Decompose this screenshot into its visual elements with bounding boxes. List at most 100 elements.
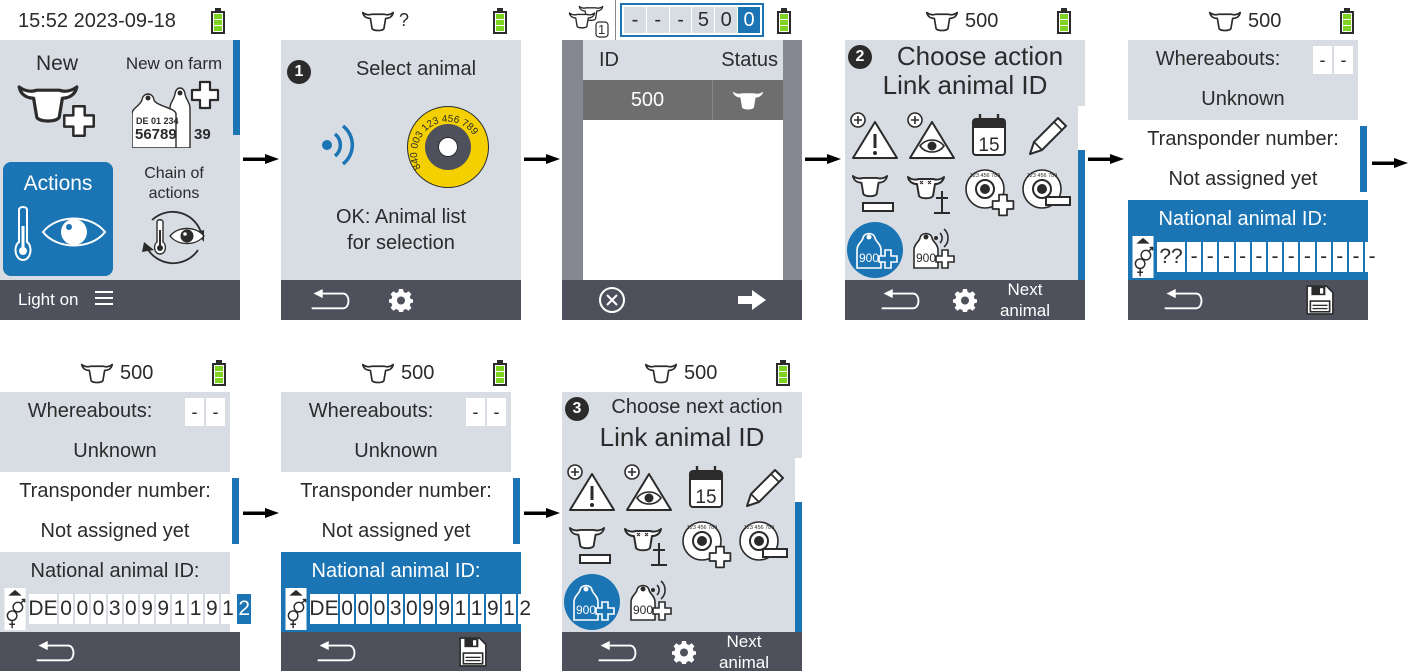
national-id-cell[interactable]: - <box>1284 242 1299 272</box>
action-link-ear-tag[interactable]: 900 <box>564 574 620 630</box>
save-button[interactable] <box>453 632 493 671</box>
back-button[interactable] <box>1154 280 1214 320</box>
id-digit[interactable]: 0 <box>715 7 738 33</box>
action-remove-transponder[interactable] <box>1020 167 1072 219</box>
national-id-cell[interactable]: 1 <box>220 594 236 624</box>
national-id-cell[interactable]: 0 <box>123 594 138 624</box>
action-remove-transponder[interactable] <box>737 519 789 571</box>
national-id-cell[interactable]: - <box>1267 242 1283 272</box>
national-id-cell[interactable]: - <box>1365 242 1380 272</box>
national-id-cell[interactable]: 1 <box>501 594 517 624</box>
national-id-cell[interactable]: 1 <box>453 594 468 624</box>
national-id-cell[interactable]: 9 <box>485 594 500 624</box>
national-id-cell[interactable]: - <box>1251 242 1266 272</box>
national-id-cell[interactable]: 0 <box>404 594 419 624</box>
back-button[interactable] <box>26 632 86 671</box>
national-id-cell[interactable]: 3 <box>388 594 403 624</box>
national-id-cell[interactable]: DE <box>309 594 339 624</box>
scrollbar[interactable] <box>232 478 239 544</box>
whereabouts-cell[interactable]: - <box>185 398 204 426</box>
back-button[interactable] <box>588 632 648 671</box>
next-animal-button[interactable]: Next animal <box>999 280 1051 320</box>
whereabouts-cell[interactable]: - <box>487 398 506 426</box>
cancel-button[interactable] <box>592 280 632 320</box>
national-id-cell[interactable]: - <box>1203 242 1218 272</box>
gender-toggle-icon[interactable] <box>284 588 308 630</box>
national-id-cell[interactable]: 0 <box>372 594 387 624</box>
id-digit[interactable]: - <box>669 7 692 33</box>
settings-button[interactable] <box>664 632 704 671</box>
action-link-rfid-ear-tag[interactable]: 900 <box>906 224 958 276</box>
id-digit[interactable]: - <box>624 7 646 33</box>
national-id-cell[interactable]: 0 <box>340 594 355 624</box>
national-id-cell[interactable]: - <box>1332 242 1347 272</box>
action-add-observation[interactable] <box>623 462 675 514</box>
national-id-cell[interactable]: 2 <box>237 594 252 624</box>
action-remove-animal[interactable] <box>566 519 618 571</box>
national-id-cell[interactable]: 9 <box>437 594 452 624</box>
whereabouts-section[interactable]: Whereabouts:--Unknown <box>0 392 230 472</box>
national-id-cell[interactable]: 1 <box>188 594 203 624</box>
national-id-cell[interactable]: 9 <box>156 594 171 624</box>
id-digit[interactable]: 0 <box>738 7 760 33</box>
next-animal-button[interactable]: Next animal <box>718 632 770 671</box>
action-link-rfid-ear-tag[interactable]: 900 <box>623 576 675 628</box>
back-button[interactable] <box>307 632 367 671</box>
national-id-cell[interactable]: 1 <box>469 594 484 624</box>
menu-item-chain-of-actions[interactable]: Chain of actions <box>118 162 230 276</box>
national-id-input[interactable]: ??------------ <box>1157 242 1380 272</box>
menu-item-new[interactable]: New <box>2 44 112 156</box>
national-id-section[interactable]: National animal ID:??------------ <box>1128 200 1380 280</box>
transponder-section[interactable]: Transponder number:Not assigned yet <box>1128 120 1358 200</box>
back-button[interactable] <box>301 280 361 320</box>
national-id-cell[interactable]: 9 <box>420 594 436 624</box>
national-id-cell[interactable]: 0 <box>91 594 106 624</box>
whereabouts-cell[interactable]: - <box>206 398 225 426</box>
whereabouts-cell[interactable]: - <box>1334 46 1353 74</box>
id-digit[interactable]: - <box>646 7 669 33</box>
menu-item-new-on-farm[interactable]: New on farm DE 01 234 56789 39 <box>118 44 230 156</box>
whereabouts-cell[interactable]: - <box>1313 46 1332 74</box>
scrollbar[interactable] <box>1360 126 1367 192</box>
national-id-cell[interactable]: DE <box>28 594 58 624</box>
action-remove-animal[interactable] <box>849 167 901 219</box>
transponder-section[interactable]: Transponder number:Not assigned yet <box>0 472 230 552</box>
scrollbar[interactable] <box>233 40 240 135</box>
whereabouts-cell[interactable]: - <box>466 398 485 426</box>
scrollbar[interactable] <box>1078 150 1085 280</box>
action-add-warning[interactable] <box>849 110 901 162</box>
gender-toggle-icon[interactable] <box>3 588 27 630</box>
settings-button[interactable] <box>945 280 985 320</box>
action-pencil[interactable] <box>1020 110 1072 162</box>
settings-button[interactable] <box>381 280 421 320</box>
gender-toggle-icon[interactable] <box>1131 236 1155 278</box>
national-id-cell[interactable]: 2 <box>518 594 533 624</box>
action-add-warning[interactable] <box>566 462 618 514</box>
transponder-section[interactable]: Transponder number:Not assigned yet <box>281 472 511 552</box>
action-pencil[interactable] <box>737 462 789 514</box>
next-button[interactable] <box>732 280 772 320</box>
action-add-transponder[interactable] <box>963 167 1015 219</box>
action-calendar[interactable]: 15 <box>680 462 732 514</box>
scrollbar[interactable] <box>513 478 520 544</box>
action-link-ear-tag[interactable]: 900 <box>847 222 903 278</box>
save-button[interactable] <box>1300 280 1340 320</box>
action-add-transponder[interactable] <box>680 519 732 571</box>
national-id-cell[interactable]: 0 <box>75 594 90 624</box>
action-dead-animal[interactable] <box>623 519 675 571</box>
light-on-button[interactable]: Light on <box>18 280 138 320</box>
national-id-cell[interactable]: 0 <box>59 594 74 624</box>
national-id-cell[interactable]: ?? <box>1157 242 1185 272</box>
national-id-cell[interactable]: 9 <box>204 594 219 624</box>
action-calendar[interactable]: 15 <box>963 110 1015 162</box>
whereabouts-section[interactable]: Whereabouts:--Unknown <box>281 392 511 472</box>
menu-item-actions[interactable]: Actions <box>3 162 113 276</box>
national-id-cell[interactable]: - <box>1187 242 1202 272</box>
national-id-cell[interactable]: - <box>1300 242 1315 272</box>
national-id-cell[interactable]: 9 <box>139 594 155 624</box>
national-id-cell[interactable]: - <box>1348 242 1364 272</box>
